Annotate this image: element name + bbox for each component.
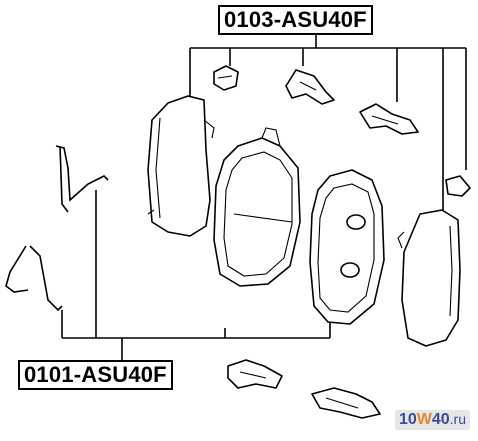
pad-clips-top: [213, 65, 471, 197]
site-watermark: 10W40.ru: [394, 410, 470, 430]
brake-pad-right: [309, 169, 385, 325]
shim-left: [147, 95, 215, 237]
top-part-number: 0103-ASU40F: [218, 5, 373, 35]
bottom-leader-lines: [61, 190, 331, 360]
bottom-part-number: 0101-ASU40F: [18, 360, 173, 390]
watermark-part-4: .ru: [449, 411, 466, 427]
anti-rattle-springs: [5, 145, 109, 312]
pad-clips-bottom: [227, 359, 381, 419]
brake-pad-left: [213, 127, 301, 287]
top-leader-lines: [189, 33, 467, 212]
watermark-part-1: 10: [398, 411, 417, 428]
watermark-part-2: W: [416, 411, 432, 428]
watermark-part-3: 40: [431, 411, 450, 428]
shim-right: [397, 209, 461, 347]
